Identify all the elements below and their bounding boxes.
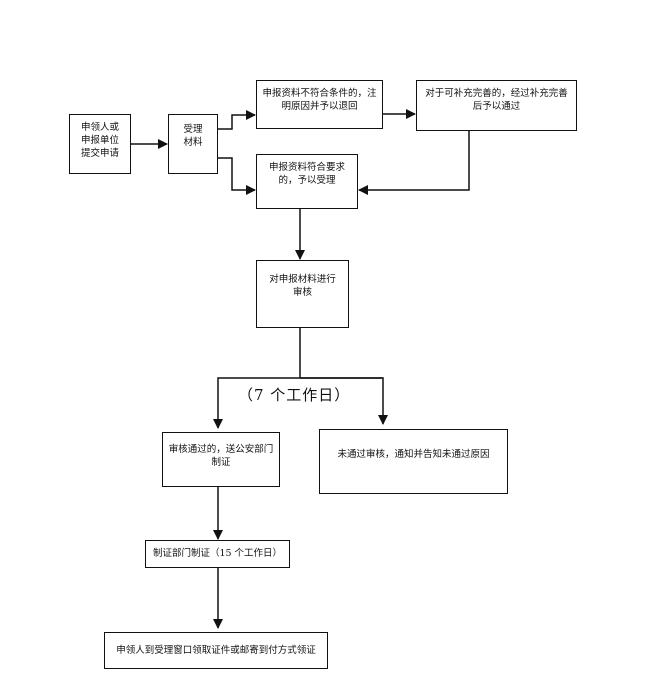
arrow-branch-right bbox=[300, 377, 388, 425]
node-applicant: 申领人或 申报单位 提交申请 bbox=[69, 114, 131, 174]
node-review: 对申报材料进行 审核 bbox=[256, 260, 349, 328]
node-not-passed: 未通过审核，通知并告知未通过原因 bbox=[319, 429, 508, 494]
node-collect: 申领人到受理窗口领取证件或邮寄到付方式领证 bbox=[104, 632, 328, 669]
node-accept-materials: 受理 材料 bbox=[168, 114, 218, 174]
review-time-label: （7 个工作日） bbox=[238, 386, 351, 404]
arrow-accept-to-qualified bbox=[218, 157, 256, 195]
node-make-cert: 制证部门制证（15 个工作日） bbox=[145, 540, 290, 568]
node-passed: 审核通过的，送公安部门 制证 bbox=[162, 432, 280, 487]
arrow-supplement-to-qualified bbox=[358, 131, 470, 195]
node-supplement: 对于可补充完善的，经过补充完善 后予以通过 bbox=[416, 80, 577, 131]
node-qualified: 申报资料符合要求 的，予以受理 bbox=[256, 154, 358, 209]
node-not-qualified: 申报资料不符合条件的，注 明原因并予以退回 bbox=[256, 80, 383, 129]
arrow-accept-to-not-qualified bbox=[218, 110, 256, 130]
